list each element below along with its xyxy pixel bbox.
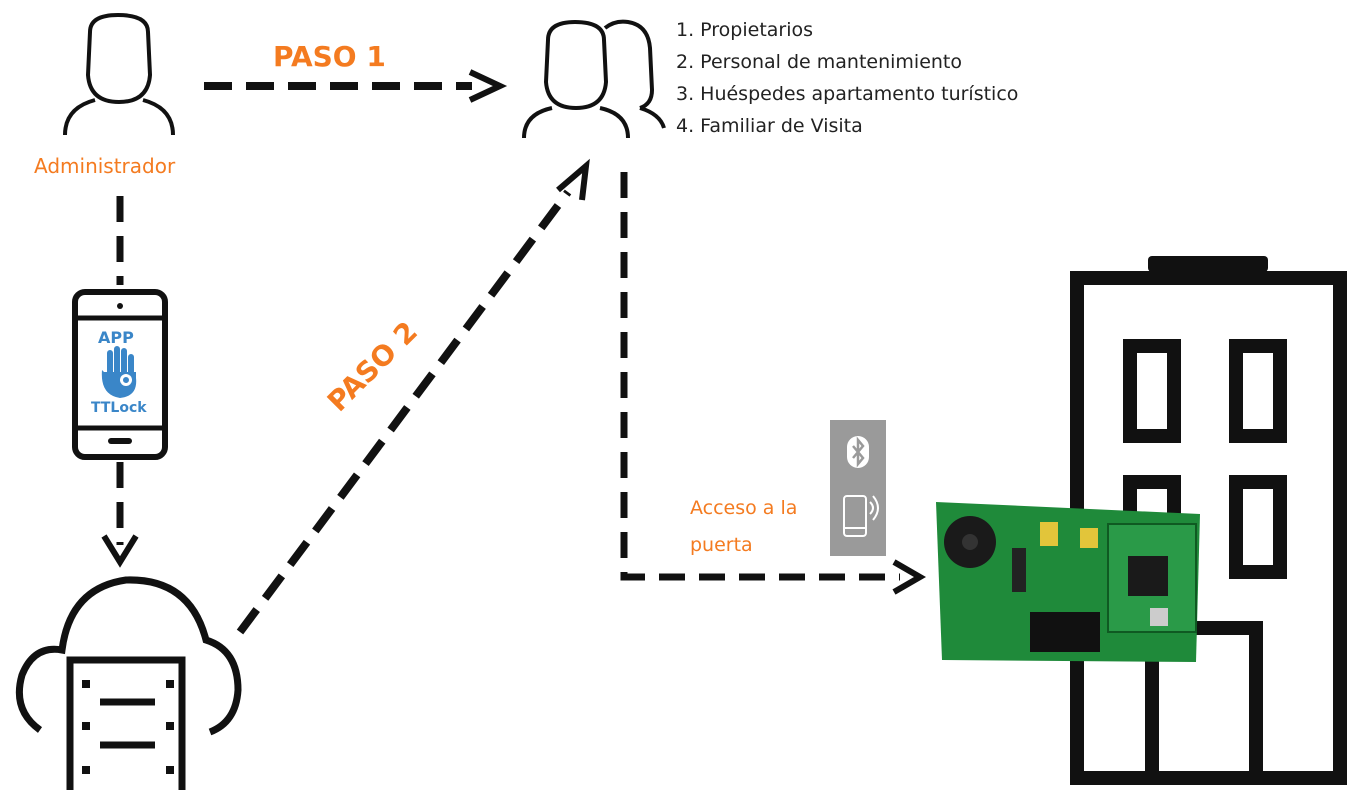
access-label-line1: Acceso a la	[690, 497, 798, 519]
admin-phone-connector	[101, 196, 139, 568]
app-label: APP	[98, 328, 134, 347]
list-item: 2. Personal de mantenimiento	[676, 51, 963, 73]
user-group-icon	[522, 19, 666, 139]
access-label-line2: puerta	[690, 534, 753, 556]
cloud-server-icon	[15, 576, 242, 790]
access-label: Acceso a la puerta	[690, 490, 820, 564]
circuit-board-icon	[936, 502, 1200, 662]
admin-label: Administrador	[34, 154, 176, 178]
ttlock-hand-icon	[101, 346, 137, 398]
bluetooth-icon	[847, 436, 869, 468]
user-types-list: 1. Propietarios 2. Personal de mantenimi…	[676, 14, 1018, 142]
access-arrow	[620, 172, 927, 595]
list-item: 4. Familiar de Visita	[676, 115, 863, 137]
person-icon	[63, 13, 175, 136]
step2-arrow	[236, 158, 590, 635]
phone-wireless-icon	[843, 495, 879, 537]
ttlock-label: TTLock	[91, 400, 147, 416]
step1-label: PASO 1	[273, 40, 386, 73]
list-item: 3. Huéspedes apartamento turístico	[676, 83, 1019, 105]
connectivity-panel	[830, 420, 886, 556]
list-item: 1. Propietarios	[676, 19, 814, 41]
step1-arrow	[204, 69, 508, 103]
